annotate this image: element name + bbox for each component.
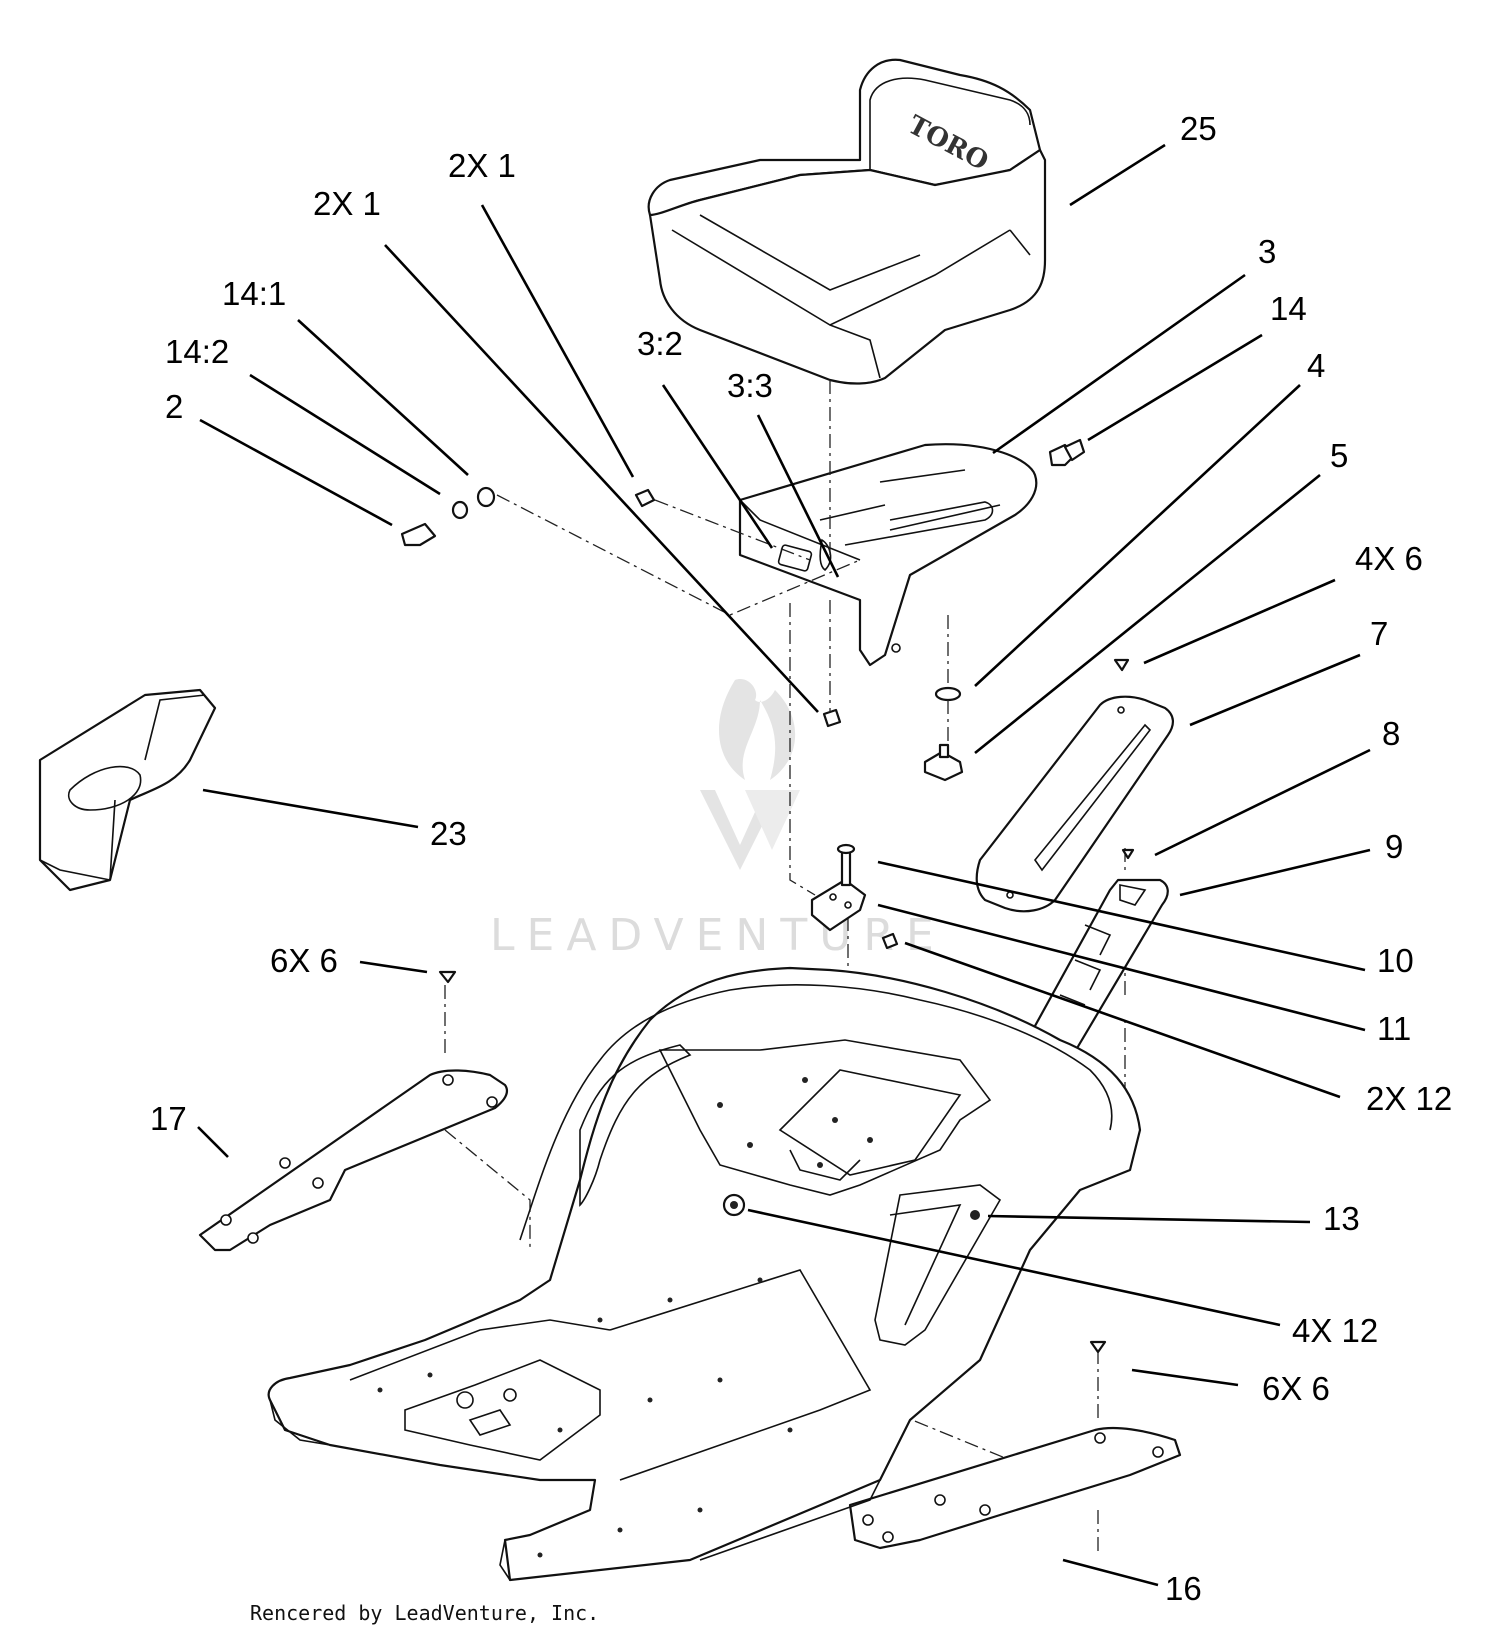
callout-14-2: 14:2	[165, 333, 229, 370]
callout-labels: 25 3 14 4 5 4X 6 7 8 9 10 11 2X 12 13 4X…	[150, 110, 1452, 1607]
callout-4x6: 4X 6	[1355, 540, 1423, 577]
knob-part-14	[1048, 438, 1086, 467]
callout-6x6-right: 6X 6	[1262, 1370, 1330, 1407]
leader-lines	[197, 143, 1371, 1587]
screw-part-8	[1121, 848, 1135, 860]
washer-part-14-2	[451, 500, 469, 520]
callout-2x1-a: 2X 1	[448, 147, 516, 184]
callout-4: 4	[1307, 347, 1325, 384]
callout-11: 11	[1377, 1010, 1411, 1047]
washer-part-14-1	[476, 486, 496, 508]
callout-3-2: 3:2	[637, 325, 683, 362]
callout-9: 9	[1385, 828, 1403, 865]
callout-13: 13	[1323, 1200, 1360, 1237]
watermark-text: LEADVENTURE	[490, 910, 946, 961]
callout-25: 25	[1180, 110, 1217, 147]
callout-8: 8	[1382, 715, 1400, 752]
callout-3-3: 3:3	[727, 367, 773, 404]
screw-part-6-top	[1113, 658, 1130, 672]
bolt-part-11	[836, 843, 856, 887]
cupholder-part-23	[38, 688, 217, 892]
callout-6x6-left: 6X 6	[270, 942, 338, 979]
callout-2: 2	[165, 388, 183, 425]
footrest-part-17	[198, 1069, 509, 1252]
footrest-part-16	[848, 1426, 1182, 1550]
callout-17: 17	[150, 1100, 187, 1137]
screw-part-6-right	[1089, 1340, 1107, 1354]
screw-part-6-left	[438, 970, 457, 984]
callout-23: 23	[430, 815, 467, 852]
fender-rivets	[377, 1077, 873, 1558]
callout-14-1: 14:1	[222, 275, 286, 312]
clip-part-2	[400, 522, 437, 547]
render-credit: Rencered by LeadVenture, Inc.	[250, 1601, 599, 1625]
knob-part-5	[923, 743, 964, 782]
nut-part-12	[881, 932, 899, 950]
callout-16: 16	[1165, 1570, 1202, 1607]
callout-5: 5	[1330, 437, 1348, 474]
callout-4x12: 4X 12	[1292, 1312, 1378, 1349]
callout-2x12: 2X 12	[1366, 1080, 1452, 1117]
plate-part-7	[975, 695, 1174, 913]
callout-7: 7	[1370, 615, 1388, 652]
bolt-part-1-top	[634, 488, 656, 508]
bolt-part-13-hole	[970, 1210, 980, 1220]
fender-body	[267, 966, 1142, 1582]
washer-part-4	[934, 686, 962, 702]
seat-part-25: TORO	[647, 58, 1047, 385]
callout-10: 10	[1377, 942, 1414, 979]
callout-3: 3	[1258, 233, 1276, 270]
bolt-part-1-bottom	[822, 708, 842, 728]
callout-14: 14	[1270, 290, 1307, 327]
seat-pan-part-3	[738, 443, 1038, 667]
watermark-logo	[700, 679, 800, 870]
callout-2x1-b: 2X 1	[313, 185, 381, 222]
